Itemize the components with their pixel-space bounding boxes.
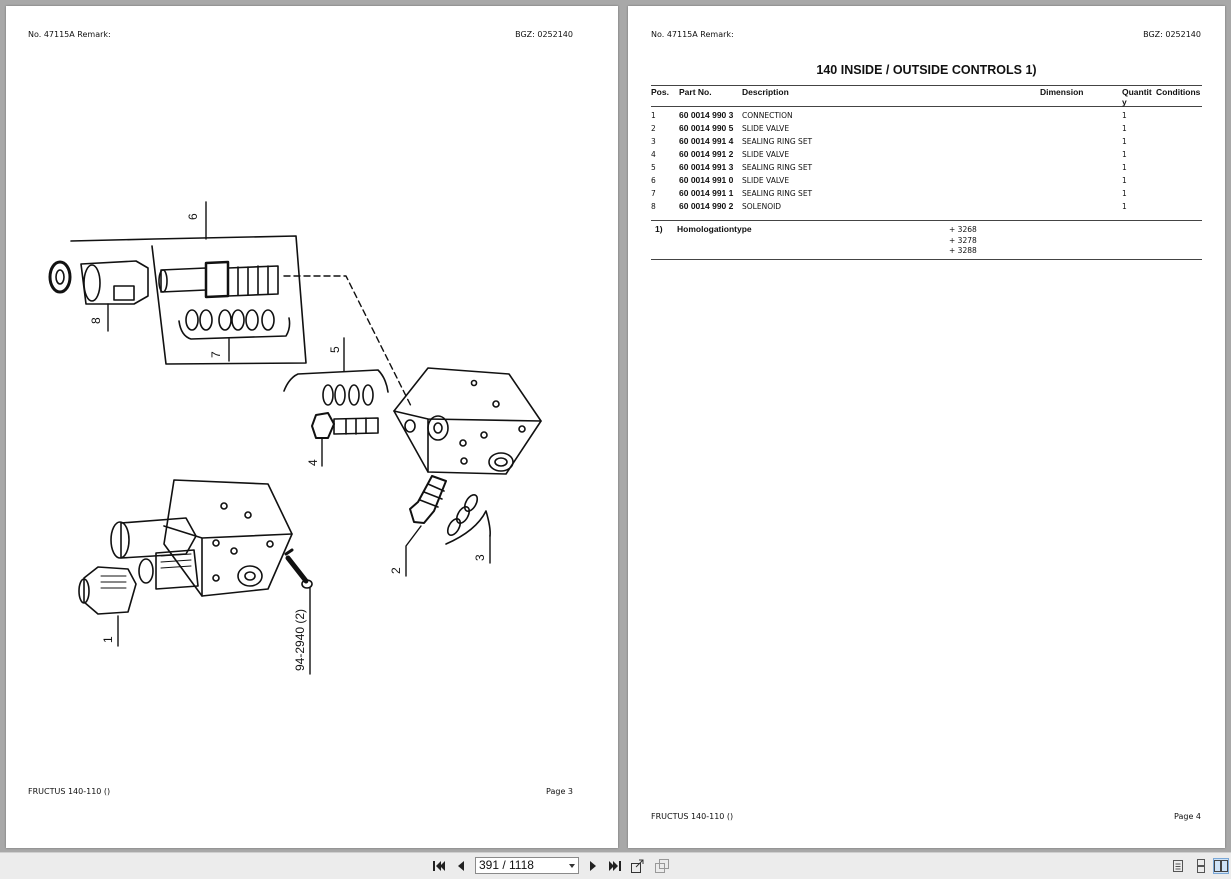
table-row: 3 60 0014 991 4 SEALING RING SET 1	[651, 135, 1202, 148]
cell-pos: 1	[651, 111, 656, 120]
callout-2: 2	[389, 567, 403, 574]
page-header-right: BGZ: 0252140	[515, 30, 573, 39]
first-page-icon[interactable]	[431, 858, 447, 874]
cell-part-no: 60 0014 991 0	[679, 175, 734, 185]
page-footer-left: FRUCTUS 140-110 ()	[651, 812, 734, 821]
note-values: + 3268 + 3278 + 3288	[949, 225, 977, 257]
chevron-down-icon[interactable]	[569, 864, 575, 868]
callout-3: 3	[473, 554, 487, 561]
prev-page-icon[interactable]	[453, 858, 469, 874]
cell-part-no: 60 0014 991 3	[679, 162, 734, 172]
viewer-toolbar: 391 / 1118	[0, 852, 1231, 879]
note-number: 1)	[655, 224, 663, 234]
cell-part-no: 60 0014 991 2	[679, 149, 734, 159]
page-header-left: No. 47115A Remark:	[651, 30, 734, 39]
homologation-note: 1) Homologationtype + 3268 + 3278 + 3288	[651, 220, 1202, 260]
single-page-view-icon[interactable]	[1170, 858, 1186, 874]
cell-pos: 5	[651, 163, 656, 172]
cell-pos: 4	[651, 150, 656, 159]
cell-description: SLIDE VALVE	[742, 176, 790, 185]
cell-pos: 7	[651, 189, 656, 198]
exploded-view-drawing: 6 8 7 5 4 2 3 1 94-2940 (2)	[48, 201, 542, 675]
column-header-description: Description	[742, 87, 789, 97]
callout-6: 6	[186, 213, 200, 220]
cell-pos: 2	[651, 124, 656, 133]
cell-part-no: 60 0014 990 2	[679, 201, 734, 211]
note-value: + 3268	[949, 225, 977, 234]
cell-qty: 1	[1122, 137, 1127, 146]
table-row: 8 60 0014 990 2 SOLENOID 1	[651, 200, 1202, 213]
cell-qty: 1	[1122, 150, 1127, 159]
column-header-part-no: Part No.	[679, 87, 712, 97]
page-footer-right: Page 3	[546, 787, 573, 796]
cell-description: CONNECTION	[742, 111, 793, 120]
cell-qty: 1	[1122, 176, 1127, 185]
cell-description: SEALING RING SET	[742, 163, 813, 172]
table-row: 4 60 0014 991 2 SLIDE VALVE 1	[651, 148, 1202, 161]
table-row: 7 60 0014 991 1 SEALING RING SET 1	[651, 187, 1202, 200]
column-header-pos: Pos.	[651, 87, 669, 97]
import-icon[interactable]	[654, 858, 670, 874]
note-value: + 3288	[949, 246, 977, 255]
cell-qty: 1	[1122, 202, 1127, 211]
cell-part-no: 60 0014 991 4	[679, 136, 734, 146]
next-page-icon[interactable]	[585, 858, 601, 874]
cell-description: SEALING RING SET	[742, 189, 813, 198]
column-header-quantity: Quantity	[1122, 87, 1152, 107]
continuous-view-icon[interactable]	[1193, 858, 1209, 874]
cell-pos: 3	[651, 137, 656, 146]
table-row: 2 60 0014 990 5 SLIDE VALVE 1	[651, 122, 1202, 135]
cell-part-no: 60 0014 990 5	[679, 123, 734, 133]
cell-qty: 1	[1122, 189, 1127, 198]
page-header-right: BGZ: 0252140	[1143, 30, 1201, 39]
callout-1: 1	[101, 636, 115, 643]
cell-part-no: 60 0014 990 3	[679, 110, 734, 120]
catalog-page-4: No. 47115A Remark: BGZ: 0252140 140 INSI…	[628, 6, 1225, 848]
parts-list-title: 140 INSIDE / OUTSIDE CONTROLS 1)	[816, 63, 1037, 77]
last-page-icon[interactable]	[607, 858, 623, 874]
callout-5: 5	[328, 346, 342, 353]
table-row: 5 60 0014 991 3 SEALING RING SET 1	[651, 161, 1202, 174]
page-indicator: 391 / 1118	[479, 858, 534, 872]
cell-part-no: 60 0014 991 1	[679, 188, 734, 198]
callout-8: 8	[89, 317, 103, 324]
cell-qty: 1	[1122, 111, 1127, 120]
table-row: 1 60 0014 990 3 CONNECTION 1	[651, 109, 1202, 122]
cell-description: SLIDE VALVE	[742, 150, 790, 159]
cell-description: SEALING RING SET	[742, 137, 813, 146]
page-footer-right: Page 4	[1174, 812, 1201, 821]
cell-qty: 1	[1122, 124, 1127, 133]
cell-description: SOLENOID	[742, 202, 782, 211]
callout-7: 7	[209, 351, 223, 358]
note-label: Homologationtype	[677, 224, 752, 234]
column-header-conditions: Conditions	[1156, 87, 1201, 97]
cell-qty: 1	[1122, 163, 1127, 172]
callout-4: 4	[306, 459, 320, 466]
note-value: + 3278	[949, 235, 977, 245]
column-header-dimension: Dimension	[1040, 87, 1084, 97]
page-footer-left: FRUCTUS 140-110 ()	[28, 787, 111, 796]
cell-description: SLIDE VALVE	[742, 124, 790, 133]
callout-94-2940: 94-2940 (2)	[293, 609, 307, 671]
parts-table-header: Pos. Part No. Description Dimension Quan…	[651, 85, 1202, 107]
export-icon[interactable]	[630, 858, 646, 874]
cell-pos: 6	[651, 176, 656, 185]
page-number-input[interactable]: 391 / 1118	[475, 857, 579, 874]
table-row: 6 60 0014 991 0 SLIDE VALVE 1	[651, 174, 1202, 187]
page-header-left: No. 47115A Remark:	[28, 30, 111, 39]
catalog-page-3: No. 47115A Remark: BGZ: 0252140	[6, 6, 618, 848]
cell-pos: 8	[651, 202, 656, 211]
parts-table: Pos. Part No. Description Dimension Quan…	[651, 85, 1202, 213]
two-page-view-icon[interactable]	[1213, 858, 1229, 874]
